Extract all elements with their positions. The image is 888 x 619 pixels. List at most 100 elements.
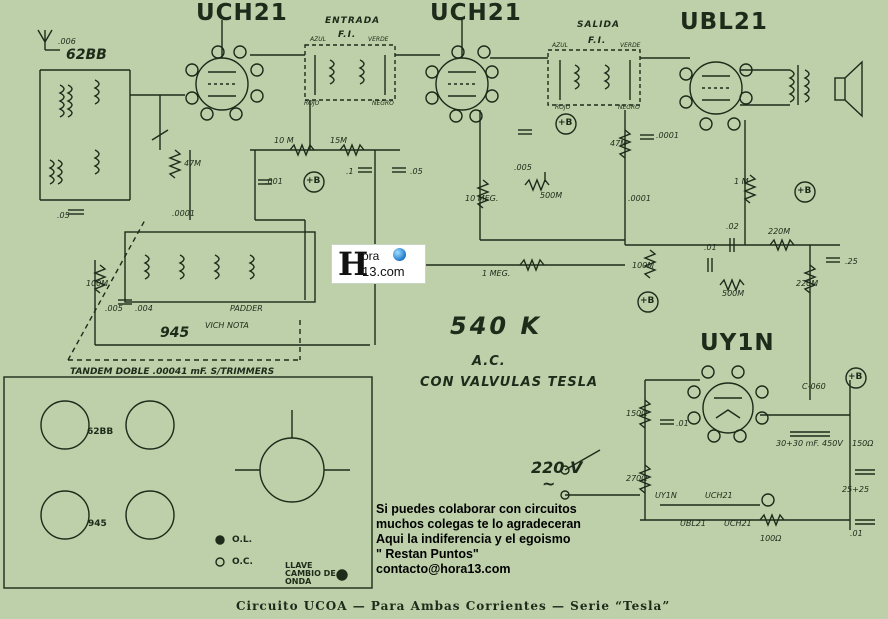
wiring [189,54,851,530]
valves-note: CON VALVULAS TESLA [420,375,599,390]
tube-label-uch21-if: UCH21 [430,0,522,26]
cap-label: .01 [704,243,717,252]
cap-label: .1 [346,167,354,176]
resistor-label: 47M [184,159,202,168]
cap-label: .001 [265,177,283,186]
tandem-note: TANDEM DOBLE .00041 mF. S/TRIMMERS [70,367,275,377]
tube-label-ubl21: UBL21 [680,9,768,35]
cap-label: .0001 [628,194,651,203]
filament-label: UBL21 [680,519,706,528]
legend-switch: LLAVE CAMBIO DE ONDA [285,561,336,586]
resistor-label: 100Ω [760,534,782,543]
tube-uch21-a [195,20,249,111]
plus-b-label: +B [306,176,321,186]
pot-label: 500M [540,191,563,200]
diagram-caption: Circuito UCOA — Para Ambas Corrientes — … [236,599,671,613]
cap-label: .006 [58,37,76,46]
antenna-coil-62bb [39,69,185,201]
plus-b-label: +B [640,296,655,306]
cap-label: .01 [676,419,689,428]
resistor-label: 220M [796,279,819,288]
cap-label: .05 [57,211,70,220]
hora13-logo: H ora 13.com [331,244,426,284]
coil-label-62bb: 62BB [66,47,107,63]
resistor-label: 1 M [734,177,749,186]
tube-ubl21 [689,61,743,115]
cap-label: .005 [105,304,123,313]
plus-b-label: +B [558,118,573,128]
tube-pins [185,45,769,443]
cap-label: .005 [514,163,532,172]
logo-text-ora: ora [362,249,380,263]
cap-label: .02 [726,222,739,231]
frequency-label: 540 K [450,312,543,340]
cap-label: .01 [850,529,863,538]
choke-label: C-060 [802,382,826,391]
tube-uch21-b [435,20,489,111]
cap-label: .25 [845,257,858,266]
volume-potentiometer [524,172,745,292]
note-line: muchos colegas te lo agradeceran [376,517,581,531]
legend-ol: O.L. [232,535,253,545]
legend-oc: O.C. [232,557,253,567]
resistor-label: 270Ω [626,474,648,483]
tube-uy1n [702,382,754,434]
vich-label: VICH NOTA [205,321,249,330]
wire-color: NEGRO [372,100,394,107]
note-line: contacto@hora13.com [376,562,511,576]
resistor-label: 15M [330,136,348,145]
cap-label: .0001 [656,131,679,140]
logo-text-domain: 13.com [362,264,405,279]
note-line: " Restan Puntos" [376,547,479,561]
resistor-label: 1 MEG. [482,269,511,278]
filament-label: UY1N [655,491,677,500]
resistor-label: 150Ω [626,409,648,418]
resistor-label: 47M [610,139,628,148]
wire-color: AZUL [552,42,568,49]
if-transformer-salida [547,49,641,106]
resistors [93,129,817,527]
wire-color: ROJO [304,100,320,107]
tube-label-uy1n: UY1N [700,330,775,356]
plus-b-label: +B [797,186,812,196]
contact-note: Si puedes colaborar con circuitos muchos… [376,502,606,577]
legend-coil-945: 945 [88,519,107,529]
mains-symbol: ~ [542,474,556,493]
legend-box [3,376,373,589]
filament-label: UCH21 [705,491,733,500]
plus-b-label: +B [848,372,863,382]
legend-coil-62bb: 62BB [87,427,114,437]
ac-label: A.C. [472,354,506,369]
wire-color: NEGRO [618,104,640,111]
antenna-symbol [37,29,60,51]
resistor-label: 100M [86,279,109,288]
coil-label-945: 945 [160,325,190,341]
wire-color: VERDE [620,42,641,49]
cap-label: .05 [410,167,423,176]
mains-voltage-label: 220 V [531,458,583,477]
wire-color: ROJO [555,104,571,111]
wire-color: VERDE [368,36,389,43]
oscillator-coil-945 [67,219,370,361]
cap-label: .004 [135,304,153,313]
cap-label: 30+30 mF. 450V [776,439,843,448]
header-entrada: ENTRADA [325,16,381,26]
plus-b-terminals [303,113,867,389]
wire-color: AZUL [310,36,326,43]
speaker-icon [834,60,863,118]
resistor-label: 100M [632,261,655,270]
resistor-label: 150Ω [852,439,874,448]
note-line: Si puedes colaborar con circuitos [376,502,577,516]
if-transformer-entrada [304,44,396,101]
cap-label: .0001 [172,209,195,218]
header-salida: SALIDA [577,20,620,30]
globe-icon [393,248,406,261]
filament-label: UCH21 [724,519,752,528]
resistor-label: 10 M [274,136,294,145]
header-salida-fi: F.I. [588,36,607,46]
tube-label-uch21-mixer: UCH21 [196,0,288,26]
resistor-label: 10 MEG. [465,194,499,203]
resistor-label: 220M [768,227,791,236]
